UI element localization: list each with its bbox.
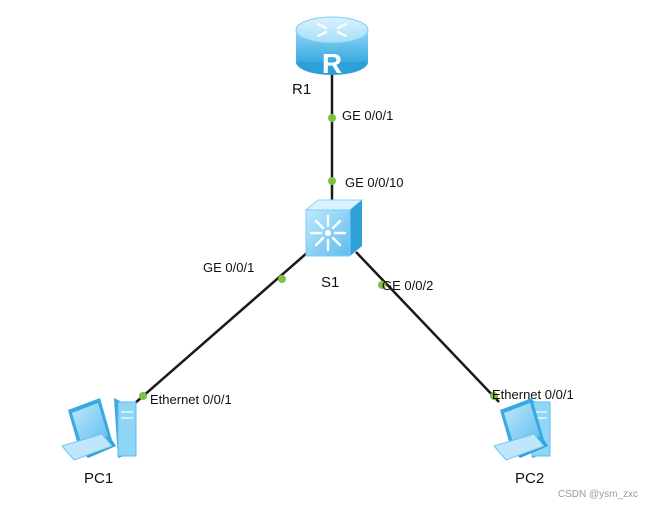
switch-icon[interactable]	[304, 199, 364, 257]
port-dot-pc2-eth[interactable]	[490, 392, 498, 400]
port-label-pc2-eth: Ethernet 0/0/1	[492, 387, 574, 402]
port-label-r1-ge001: GE 0/0/1	[342, 108, 394, 123]
port-label-pc1-eth: Ethernet 0/0/1	[150, 392, 232, 407]
pc-icon[interactable]	[61, 398, 137, 461]
port-dot-r1-ge001[interactable]	[328, 114, 336, 122]
link-s1-pc2[interactable]	[355, 251, 500, 403]
router-icon[interactable]: R	[295, 16, 369, 79]
port-dot-s1-ge001[interactable]	[278, 275, 286, 283]
watermark-text: CSDN @ysm_zxc	[557, 489, 638, 500]
pc-label-pc2: PC2	[515, 470, 545, 487]
switch-label-s1: S1	[321, 274, 340, 291]
port-label-s1-ge002: GE 0/0/2	[382, 278, 434, 293]
pc-icon[interactable]	[493, 398, 551, 461]
port-label-s1-ge001: GE 0/0/1	[203, 260, 255, 275]
port-label-s1-ge0010: GE 0/0/10	[345, 175, 404, 190]
port-dot-pc1-eth[interactable]	[139, 392, 147, 400]
pc-label-pc1: PC1	[84, 470, 114, 487]
router-label-r1: R1	[292, 81, 312, 98]
port-dot-s1-ge0010[interactable]	[328, 177, 336, 185]
port-dot-s1-ge002[interactable]	[378, 281, 386, 289]
svg-text:R: R	[322, 48, 342, 79]
